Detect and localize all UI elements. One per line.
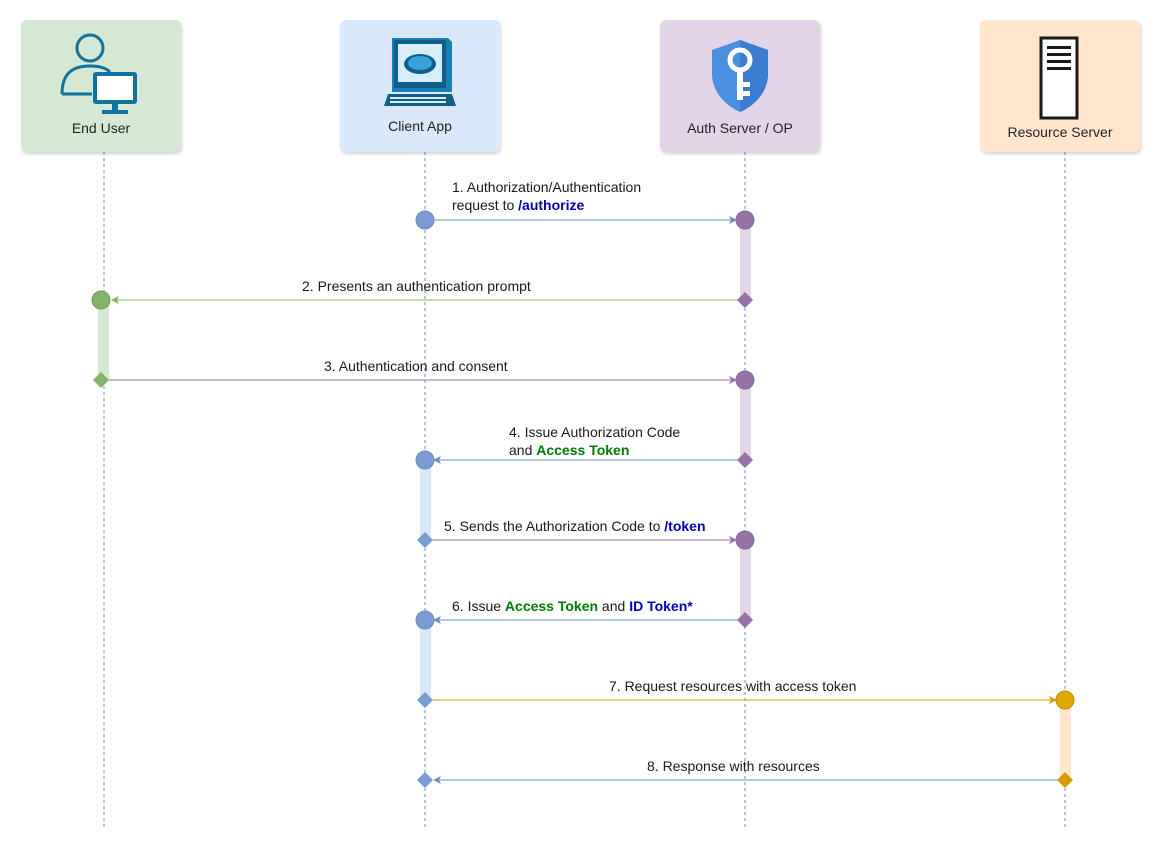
activation-auth-2 xyxy=(740,380,751,460)
activation-resource xyxy=(1060,700,1071,780)
token-endpoint: /token xyxy=(664,518,706,534)
start-point-5 xyxy=(415,450,435,470)
activation-auth-3 xyxy=(740,540,751,620)
message-5-label: 5. Sends the Authorization Code to /toke… xyxy=(444,517,706,535)
message-4-label: 4. Issue Authorization Code and Access T… xyxy=(509,423,680,459)
actor-auth-server: Auth Server / OP xyxy=(660,20,820,152)
start-point-4 xyxy=(735,370,755,390)
server-icon xyxy=(1039,36,1079,120)
access-token-label: Access Token xyxy=(504,598,599,614)
message-7-label: 7. Request resources with access token xyxy=(609,678,857,694)
actor-end-user: End User xyxy=(21,20,181,152)
message-4-prefix: and xyxy=(509,442,537,458)
message-6-mid: and xyxy=(598,598,630,614)
message-1-line1: 1. Authorization/Authentication xyxy=(452,179,642,195)
end-diamond-2 xyxy=(93,372,109,388)
actor-label: Resource Server xyxy=(1007,124,1113,140)
end-diamond-3 xyxy=(737,452,753,468)
message-1-label: 1. Authorization/Authentication request … xyxy=(452,178,641,214)
end-diamond-7 xyxy=(1057,772,1073,788)
message-4-line2: and Access Token xyxy=(509,441,680,459)
id-token-label: ID Token* xyxy=(629,598,693,614)
activation-client-1 xyxy=(420,460,431,540)
message-2-label: 2. Presents an authentication prompt xyxy=(302,278,531,294)
start-point-7 xyxy=(415,610,435,630)
start-point-2 xyxy=(735,210,755,230)
activation-auth-1 xyxy=(740,220,751,300)
actor-label: Auth Server / OP xyxy=(687,120,793,136)
activation-client-2 xyxy=(420,620,431,700)
message-6-label: 6. Issue Access Token and ID Token* xyxy=(452,597,693,615)
end-diamond-1 xyxy=(737,292,753,308)
actor-client-app: Client App xyxy=(340,20,500,152)
actor-label: End User xyxy=(71,120,131,136)
message-1-line2: request to /authorize xyxy=(452,196,641,214)
authorize-endpoint: /authorize xyxy=(518,197,585,213)
user-computer-icon xyxy=(60,33,137,114)
end-diamond-6 xyxy=(417,692,433,708)
message-1-prefix: request to xyxy=(452,197,519,213)
start-point-3 xyxy=(91,290,111,310)
activation-user xyxy=(98,300,109,380)
actor-label: Client App xyxy=(388,118,452,134)
start-point-1 xyxy=(415,210,435,230)
shield-key-icon xyxy=(712,40,768,112)
start-point-8 xyxy=(1055,690,1075,710)
terminal-icon xyxy=(384,38,456,106)
actor-resource-server: Resource Server xyxy=(980,20,1140,152)
message-3-label: 3. Authentication and consent xyxy=(324,358,508,374)
message-4-line1: 4. Issue Authorization Code xyxy=(509,424,681,440)
end-diamond-5 xyxy=(737,612,753,628)
access-token-label: Access Token xyxy=(536,442,630,458)
end-diamond-8 xyxy=(417,772,433,788)
message-6-prefix: 6. Issue xyxy=(452,598,505,614)
message-8-label: 8. Response with resources xyxy=(647,758,820,774)
message-5-prefix: 5. Sends the Authorization Code to xyxy=(444,518,665,534)
start-point-6 xyxy=(735,530,755,550)
end-diamond-4 xyxy=(417,532,433,548)
